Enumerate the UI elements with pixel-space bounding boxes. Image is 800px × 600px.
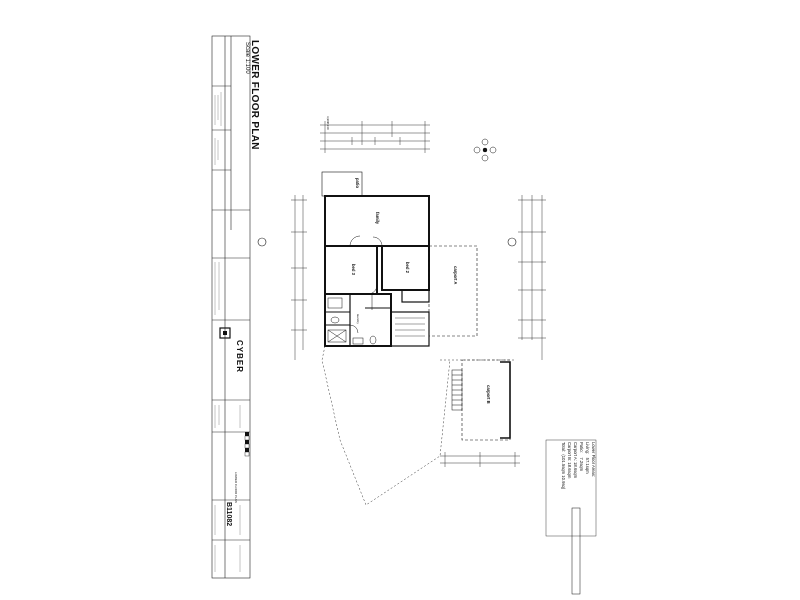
dimension-label: 7,340 xyxy=(326,122,330,130)
dimension-lines-top xyxy=(320,121,430,153)
company-logo xyxy=(219,327,231,339)
room-label-carport-a: carport A xyxy=(453,266,458,285)
scale-bar xyxy=(244,432,250,457)
bathroom-fixtures xyxy=(327,297,377,345)
carport-b-outline xyxy=(461,359,511,441)
drawing-number: B11082 xyxy=(225,502,232,527)
dimension-lines-bottom xyxy=(440,452,520,467)
area-schedule-heading: Lower Floor Areas: xyxy=(591,442,596,478)
area-row-patio: Patio: 7.2sqm xyxy=(579,442,584,472)
room-label-carport-b: carport B xyxy=(486,385,491,404)
dimension-lines-right xyxy=(518,195,546,360)
section-marker-left xyxy=(257,237,517,247)
page-title: LOWER FLOOR PLAN xyxy=(249,40,260,150)
dimension-lines-left xyxy=(291,195,307,360)
approval-stamp xyxy=(571,507,581,595)
room-label-family: family xyxy=(375,212,380,225)
external-stairs xyxy=(451,369,463,411)
room-label-patio: patio xyxy=(355,178,360,189)
site-boundary xyxy=(321,345,515,506)
title-block xyxy=(211,35,251,579)
sheet-name: LOWER FLOOR PLAN xyxy=(234,472,238,503)
area-schedule-box xyxy=(545,439,597,537)
room-label-laundry: laundry xyxy=(356,314,360,324)
north-arrow-icon xyxy=(473,138,497,162)
door-swings xyxy=(349,235,383,334)
building-outline xyxy=(321,171,430,347)
area-row-total: Total: (101.5sqm 10.9sq) xyxy=(561,442,566,490)
room-label-bed-3: bed 3 xyxy=(351,264,356,275)
room-label-bed-2: bed 2 xyxy=(405,262,410,273)
title-block-notes xyxy=(214,92,241,572)
carport-a-outline xyxy=(428,245,478,337)
drawing-scale: Scale 1:100 xyxy=(244,42,250,74)
area-row-living: Living: 57.1sqm xyxy=(585,442,590,474)
company-name: CYBER xyxy=(235,340,244,374)
area-schedule: Lower Floor Areas: Living: 57.1sqm Patio… xyxy=(560,442,596,489)
area-row-carport-b: Carport B: 18.6sqm xyxy=(567,442,572,479)
area-row-carport-a: Carport A: 18.6sqm xyxy=(573,442,578,479)
